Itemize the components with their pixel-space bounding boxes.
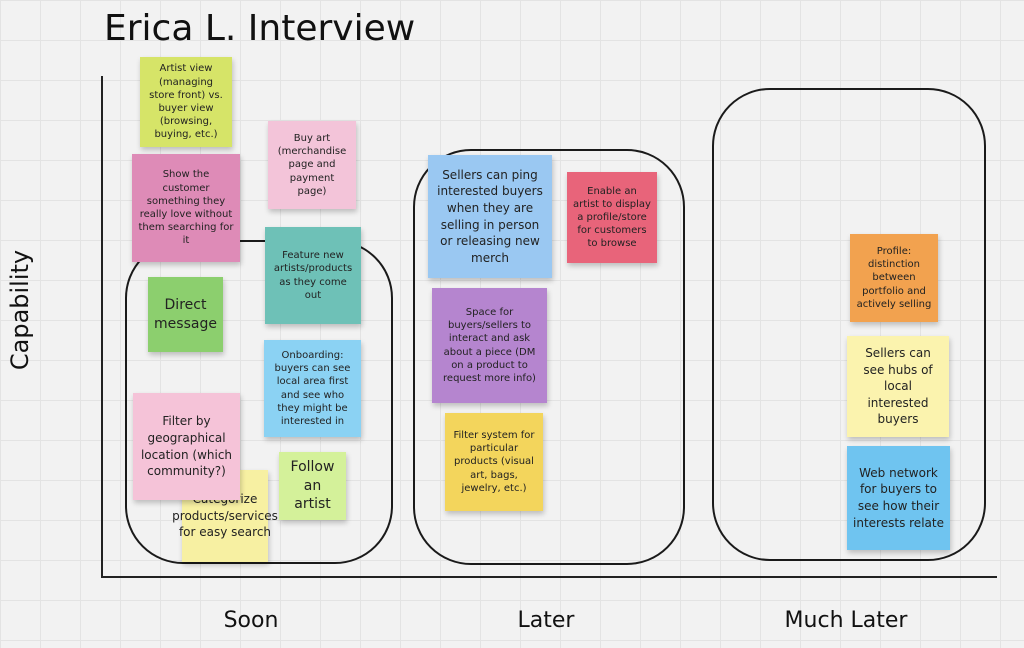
sticky-note-feature-new[interactable]: Feature new artists/products as they com… [265,227,361,324]
sticky-note-filter-system[interactable]: Filter system for particular products (v… [445,413,543,511]
column-label-soon: Soon [223,608,279,633]
sticky-note-space-buyers[interactable]: Space for buyers/sellers to interact and… [432,288,547,403]
sticky-note-buy-art[interactable]: Buy art (merchandise page and payment pa… [268,121,356,209]
frame-later[interactable] [413,149,685,565]
sticky-note-sellers-hubs[interactable]: Sellers can see hubs of local interested… [847,336,949,437]
sticky-note-sellers-ping[interactable]: Sellers can ping interested buyers when … [428,155,552,278]
sticky-note-web-network[interactable]: Web network for buyers to see how their … [847,446,950,550]
sticky-note-artist-view[interactable]: Artist view (managing store front) vs. b… [140,57,232,147]
frame-much-later[interactable] [712,88,986,561]
x-axis-line [101,576,997,578]
sticky-note-follow-artist[interactable]: Follow an artist [279,452,346,520]
sticky-note-show-customer[interactable]: Show the customer something they really … [132,154,240,262]
column-label-later: Later [517,608,575,633]
sticky-note-onboarding[interactable]: Onboarding: buyers can see local area fi… [264,340,361,437]
y-axis-line [101,76,103,578]
column-label-much-later: Much Later [784,608,908,633]
sticky-note-profile[interactable]: Profile: distinction between portfolio a… [850,234,938,322]
board-title: Erica L. Interview [104,8,416,49]
y-axis-label: Capability [6,249,34,371]
frame-soon[interactable] [125,240,393,564]
sticky-note-filter-geo[interactable]: Filter by geographical location (which c… [133,393,240,500]
sticky-note-direct-message[interactable]: Direct message [148,277,223,352]
sticky-note-enable-artist[interactable]: Enable an artist to display a profile/st… [567,172,657,263]
